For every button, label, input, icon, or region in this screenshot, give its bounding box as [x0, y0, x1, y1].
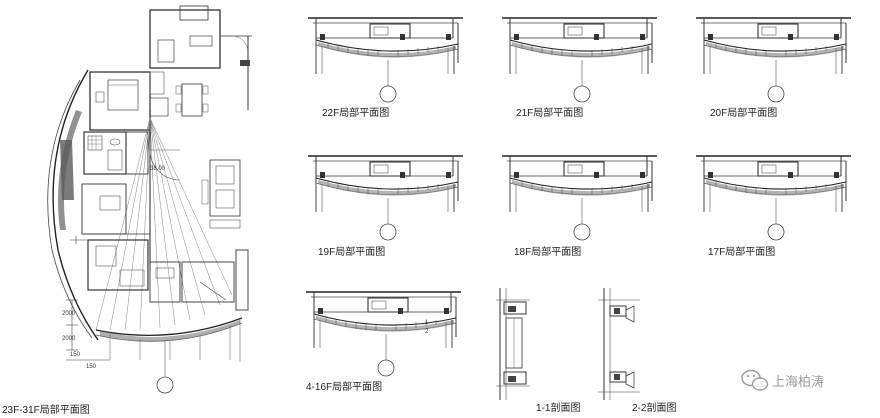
partial-plan-19f: 19F局部平面图 — [307, 155, 464, 258]
section-label: 2-2剖面图 — [632, 401, 676, 414]
plan-label: 19F局部平面图 — [318, 245, 385, 258]
partial-plan-21f: 21F局部平面图 — [501, 17, 658, 119]
section-mark: 1 — [425, 320, 429, 326]
section-2-2: 2-2剖面图 — [598, 288, 676, 414]
section-mark: 2 — [425, 329, 429, 335]
partial-plan-18f: 18F局部平面图 — [501, 155, 658, 258]
partial-plan-4-16f: 4-16F局部平面图 1 2 — [305, 291, 462, 393]
dimension-label: 150 — [70, 352, 81, 358]
section-1-1: 1-1剖面图 — [496, 288, 580, 414]
room-area-label: 38.00 — [150, 166, 166, 172]
partial-plan-17f: 17F局部平面图 — [695, 155, 852, 258]
watermark: 上海柏涛 — [741, 369, 824, 391]
plan-label: 21F局部平面图 — [516, 106, 583, 119]
plan-label: 17F局部平面图 — [708, 245, 775, 258]
dimension-label: 2000 — [62, 336, 76, 342]
section-label: 1-1剖面图 — [536, 401, 580, 414]
plan-label: 18F局部平面图 — [514, 245, 581, 258]
dimension-label: 150 — [86, 364, 97, 370]
watermark-text: 上海柏涛 — [772, 374, 824, 389]
main-floor-plan: 38.00 — [2, 5, 252, 416]
plan-label: 4-16F局部平面图 — [306, 380, 382, 393]
plan-label: 20F局部平面图 — [710, 106, 777, 119]
plan-label: 22F局部平面图 — [322, 106, 389, 119]
main-plan-label: 23F-31F局部平面图 — [2, 403, 90, 416]
dimension-label: 2000 — [62, 311, 76, 317]
partial-plan-22f: 22F局部平面图 — [307, 17, 464, 119]
wechat-icon — [741, 369, 769, 391]
partial-plan-20f: 20F局部平面图 — [695, 17, 852, 119]
